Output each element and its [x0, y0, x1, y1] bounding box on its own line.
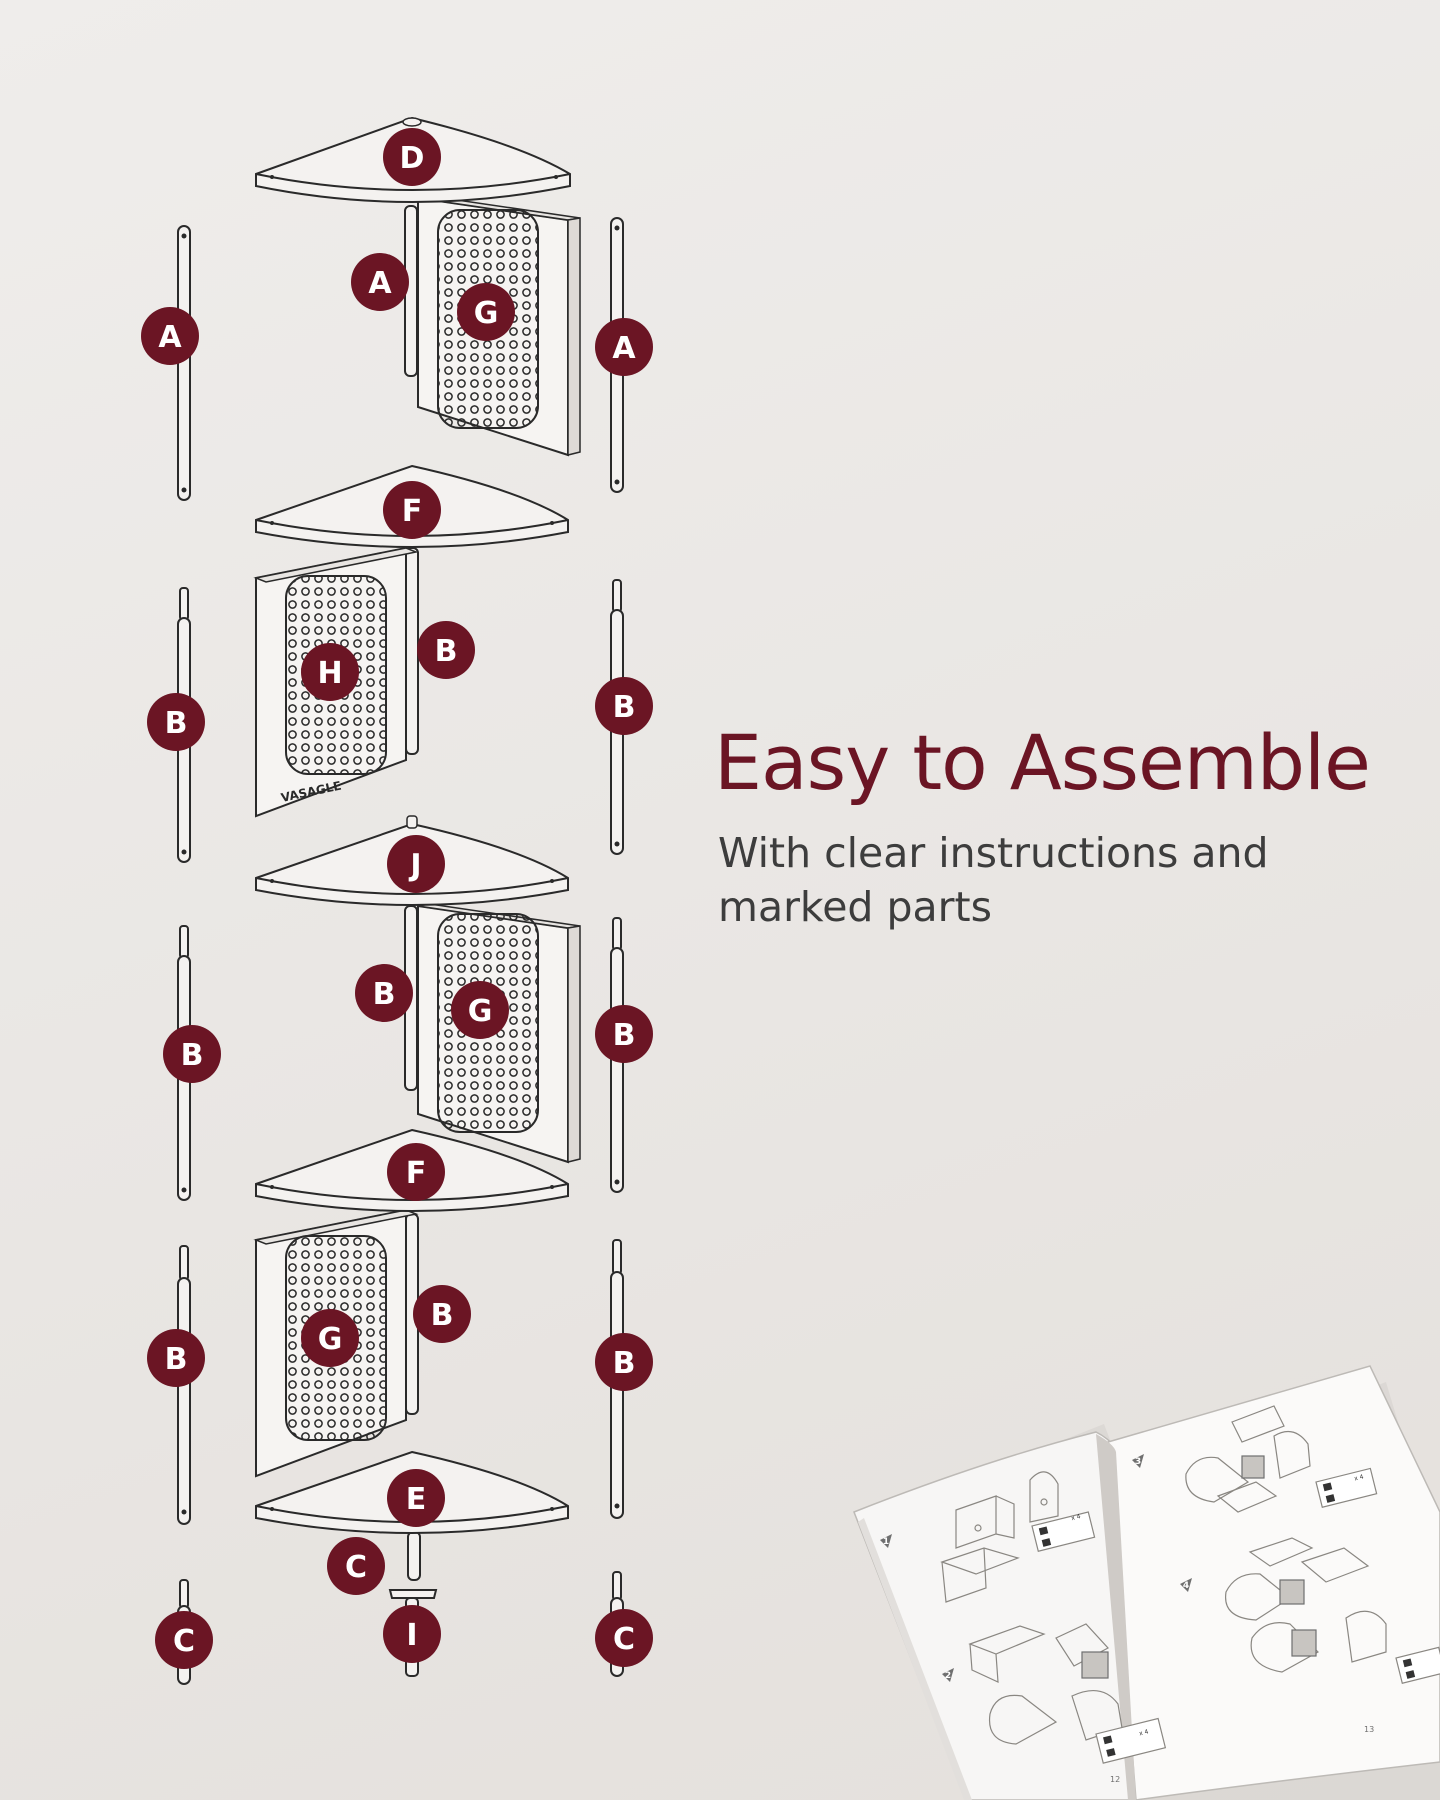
svg-text:C: C: [345, 1550, 367, 1585]
label-badge: C: [155, 1611, 213, 1669]
panel-3: [417, 903, 581, 1164]
label-badge: B: [595, 1005, 653, 1063]
label-badge: F: [383, 481, 441, 539]
label-badge: A: [141, 307, 199, 365]
svg-text:3: 3: [1135, 1457, 1141, 1467]
label-badge: B: [595, 1333, 653, 1391]
svg-text:A: A: [368, 266, 392, 301]
svg-text:x 4: x 4: [1354, 1473, 1365, 1482]
svg-text:H: H: [317, 656, 342, 691]
svg-text:1: 1: [883, 1537, 889, 1547]
label-badge: G: [457, 283, 515, 341]
label-badge: E: [387, 1469, 445, 1527]
label-badge: I: [383, 1605, 441, 1663]
svg-text:B: B: [613, 690, 636, 725]
label-badge: C: [327, 1537, 385, 1595]
instruction-booklet: 1 2 3 4 x 4 x 4: [853, 1365, 1440, 1800]
svg-text:B: B: [165, 1342, 188, 1377]
booklet-illustration: [1185, 1405, 1387, 1673]
subheadline: With clear instructions and marked parts: [718, 829, 1269, 931]
booklet-illustration: [940, 1471, 1123, 1745]
label-badge: G: [301, 1309, 359, 1367]
label-badge: B: [595, 677, 653, 735]
svg-text:A: A: [612, 331, 636, 366]
svg-text:J: J: [408, 848, 421, 883]
svg-text:x 4: x 4: [1071, 1513, 1082, 1522]
back-pole-5: [407, 1531, 421, 1581]
svg-text:B: B: [165, 706, 188, 741]
step-marker: 3: [1132, 1454, 1144, 1468]
svg-text:B: B: [435, 634, 458, 669]
back-pole-2: [405, 547, 419, 755]
svg-text:B: B: [613, 1018, 636, 1053]
label-badge: B: [147, 1329, 205, 1387]
step-marker: 1: [880, 1534, 892, 1548]
svg-text:C: C: [613, 1622, 635, 1657]
svg-text:A: A: [158, 320, 182, 355]
parts-box: x 4: [1315, 1467, 1378, 1508]
svg-text:G: G: [468, 994, 493, 1029]
svg-text:G: G: [474, 296, 499, 331]
svg-text:B: B: [613, 1346, 636, 1381]
svg-text:F: F: [406, 1156, 427, 1191]
step-marker: 4: [1180, 1578, 1192, 1592]
parts-box: [1395, 1646, 1440, 1684]
label-badge: B: [417, 621, 475, 679]
label-badge: A: [351, 253, 409, 311]
label-badge: D: [383, 128, 441, 186]
parts-box: x 4: [1095, 1717, 1167, 1764]
svg-text:2: 2: [945, 1671, 951, 1681]
label-badge: A: [595, 318, 653, 376]
step-marker: 2: [942, 1668, 954, 1682]
svg-text:I: I: [406, 1618, 417, 1653]
svg-text:B: B: [431, 1298, 454, 1333]
svg-text:C: C: [173, 1624, 195, 1659]
svg-text:F: F: [402, 494, 423, 529]
svg-text:B: B: [181, 1038, 204, 1073]
label-badge: B: [163, 1025, 221, 1083]
svg-text:D: D: [400, 141, 425, 176]
page-number-left: 12: [1110, 1775, 1120, 1784]
svg-text:4: 4: [1183, 1581, 1189, 1591]
booklet-left-page: [853, 1431, 1131, 1800]
label-badge: H: [301, 643, 359, 701]
label-badge: G: [451, 981, 509, 1039]
headline: Easy to Assemble: [714, 718, 1371, 807]
svg-text:x 4: x 4: [1138, 1728, 1149, 1737]
label-badge: B: [147, 693, 205, 751]
label-badge: F: [387, 1143, 445, 1201]
page-number-right: 13: [1364, 1725, 1374, 1734]
svg-text:G: G: [318, 1322, 343, 1357]
label-badge: B: [413, 1285, 471, 1343]
label-badge: B: [355, 964, 413, 1022]
svg-text:E: E: [406, 1482, 427, 1517]
label-badge: C: [595, 1609, 653, 1667]
svg-text:B: B: [373, 977, 396, 1012]
parts-box: x 4: [1031, 1511, 1096, 1552]
label-badge: J: [387, 835, 445, 893]
